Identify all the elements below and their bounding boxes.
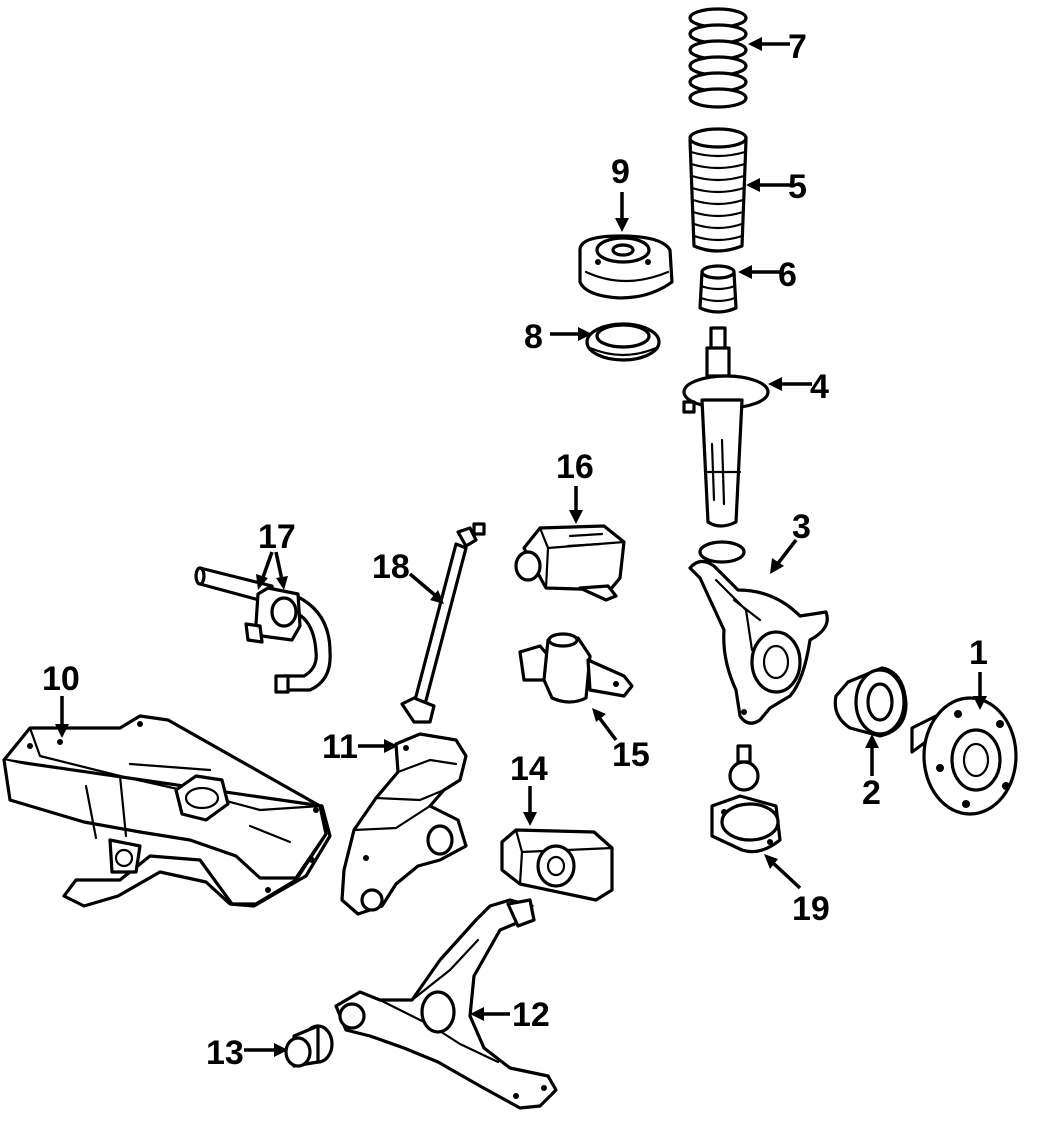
stabilizer-link-illustration — [400, 522, 486, 724]
dust-boot-illustration — [688, 127, 748, 253]
callout-3: 3 — [792, 508, 811, 546]
bump-stop-illustration — [698, 264, 738, 314]
callout-12: 12 — [512, 996, 550, 1034]
mount-16-illustration — [514, 524, 626, 602]
subframe-illustration — [2, 714, 332, 908]
callout-4: 4 — [810, 368, 829, 406]
stabilizer-bar-illustration — [194, 566, 332, 694]
callout-13: 13 — [206, 1034, 244, 1072]
bracket-illustration — [340, 732, 468, 916]
wheel-hub-illustration — [910, 696, 1018, 816]
callout-1: 1 — [969, 634, 988, 672]
stabilizer-bar-bushing-illustration — [244, 586, 302, 644]
ball-joint-illustration — [710, 744, 782, 854]
callout-11: 11 — [322, 728, 358, 766]
callout-14: 14 — [510, 750, 548, 788]
mount-15-illustration — [518, 632, 634, 704]
callout-18: 18 — [372, 548, 410, 586]
callout-10: 10 — [42, 660, 80, 698]
callout-8: 8 — [524, 318, 543, 356]
strut-mount-illustration — [578, 234, 674, 300]
coil-spring-illustration — [688, 7, 748, 109]
callout-15: 15 — [612, 736, 650, 774]
rear-bushing-illustration — [500, 828, 614, 902]
callout-labels: 7 5 9 6 8 4 16 3 17 18 1 10 15 11 14 2 1… — [42, 28, 988, 1072]
lower-control-arm-illustration — [334, 898, 558, 1110]
strut-illustration — [682, 326, 770, 528]
callout-5: 5 — [788, 168, 807, 206]
steering-knuckle-illustration — [688, 540, 829, 725]
strut-bearing-illustration — [585, 322, 661, 362]
callout-6: 6 — [778, 256, 797, 294]
callout-7: 7 — [788, 28, 807, 66]
wheel-bearing-illustration — [833, 666, 908, 738]
callout-16: 16 — [556, 448, 594, 486]
callout-17: 17 — [258, 518, 296, 556]
callout-2: 2 — [862, 774, 881, 812]
callout-9: 9 — [611, 153, 630, 191]
callout-leaders — [55, 37, 987, 1057]
callout-19: 19 — [792, 890, 830, 928]
front-bushing-illustration — [284, 1024, 334, 1068]
